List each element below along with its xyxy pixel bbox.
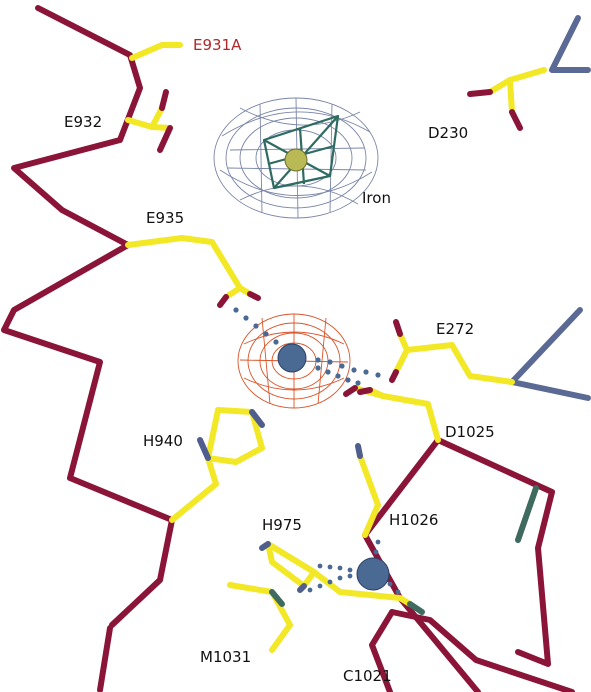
side-chain-h940 xyxy=(169,455,219,523)
side-chain-m1031 xyxy=(227,582,293,653)
side-chains xyxy=(125,42,547,653)
side-chain-d230 xyxy=(487,67,547,95)
side-chain-e272 xyxy=(404,342,515,385)
residue-labels: E931A E932 D230 Iron E935 E272 D1025 H94… xyxy=(64,36,495,685)
side-chain-h1026 xyxy=(357,453,381,538)
label-e935: E935 xyxy=(146,209,184,227)
label-d1025: D1025 xyxy=(445,423,495,441)
label-c1021: C1021 xyxy=(343,667,392,685)
backbone-secondary-chain xyxy=(509,15,591,401)
side-chain-h975 xyxy=(311,569,403,601)
backbone-main-chain xyxy=(1,5,575,692)
label-d230: D230 xyxy=(428,124,468,142)
metal-density-map xyxy=(237,313,351,409)
iron-density-map xyxy=(213,97,379,219)
side-chain-e935 xyxy=(125,235,243,291)
label-e932: E932 xyxy=(64,113,102,131)
label-e931a: E931A xyxy=(193,36,242,54)
nitrogen-atoms xyxy=(197,409,363,593)
label-h975: H975 xyxy=(262,516,302,534)
oxygen-atoms xyxy=(157,89,523,397)
sulfur-atoms xyxy=(269,485,539,615)
metal-ion-lower xyxy=(356,557,390,591)
metal-density-mesh xyxy=(237,313,351,409)
label-h1026: H1026 xyxy=(389,511,438,529)
label-h940: H940 xyxy=(143,432,183,450)
label-iron: Iron xyxy=(362,189,391,207)
side-chain-e931a xyxy=(129,42,183,61)
coordination-bonds xyxy=(233,307,401,595)
label-e272: E272 xyxy=(436,320,474,338)
label-m1031: M1031 xyxy=(200,648,251,666)
iron-atom xyxy=(284,148,308,172)
metal-ion xyxy=(277,343,307,373)
